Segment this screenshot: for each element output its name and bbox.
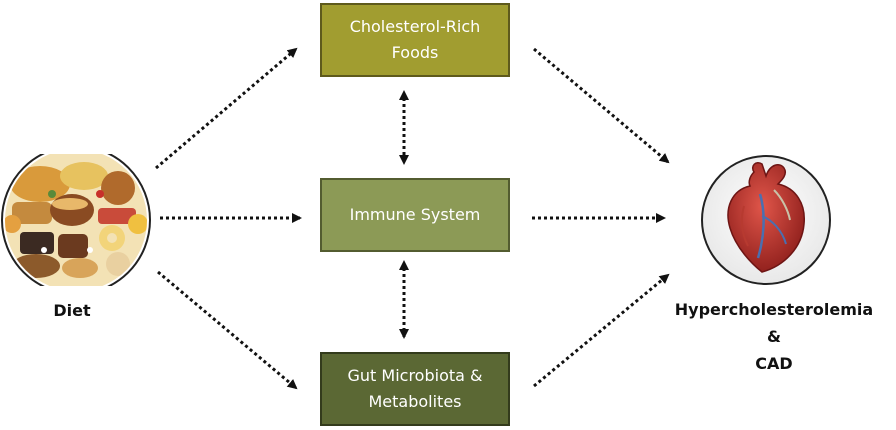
outcome-line-3: CAD [755, 354, 793, 373]
arrow-diet-to-foods [155, 47, 298, 170]
immune-system-box: Immune System [320, 178, 510, 252]
heart-icon [701, 155, 831, 285]
cholesterol-rich-foods-label: Cholesterol-Rich Foods [349, 17, 481, 62]
outcome-line-2: & [767, 327, 781, 346]
outcome-line-1: Hypercholesterolemia [674, 300, 874, 319]
arrow-diet-to-gut [157, 270, 298, 390]
cholesterol-rich-foods-box: Cholesterol-Rich Foods [320, 3, 510, 77]
immune-system-label: Immune System [349, 205, 481, 224]
food-plate-icon [1, 154, 151, 286]
gut-microbiota-label: Gut Microbiota & Metabolites [347, 366, 483, 411]
diet-label: Diet [53, 301, 91, 320]
arrow-gut-to-outcome [533, 273, 670, 388]
outcome-label: Hypercholesterolemia & CAD [652, 296, 896, 377]
gut-microbiota-box: Gut Microbiota & Metabolites [320, 352, 510, 426]
arrow-foods-to-outcome [533, 47, 670, 164]
